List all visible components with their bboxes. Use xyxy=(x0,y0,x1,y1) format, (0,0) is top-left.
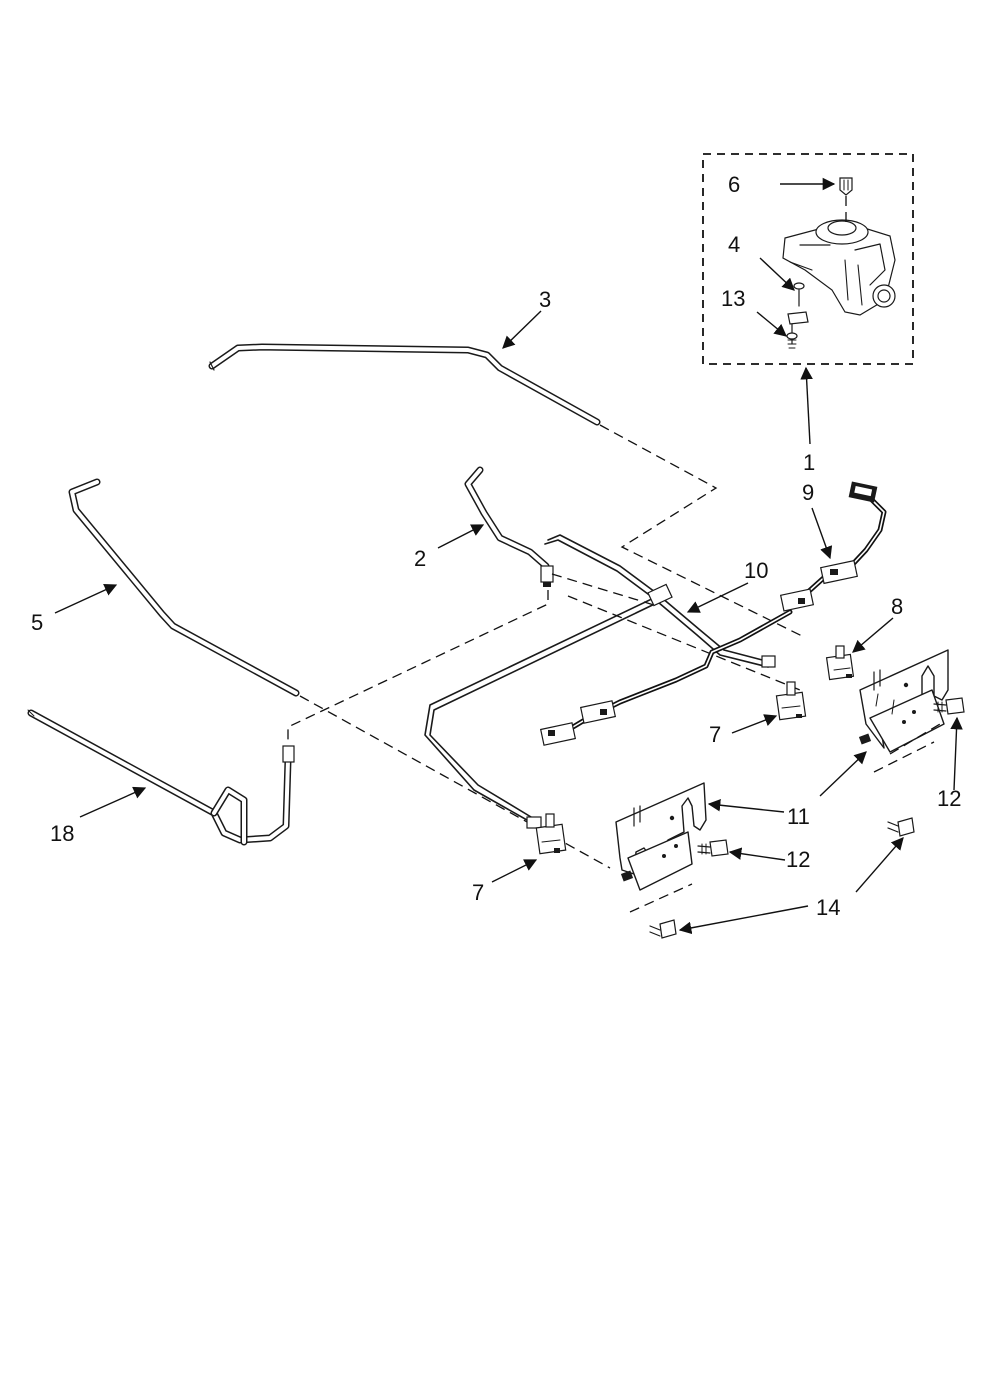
callout-13: 13 xyxy=(721,286,745,311)
callout-7-front: 7 xyxy=(472,880,484,905)
screw-part-12-rear xyxy=(933,697,965,715)
callout-14: 14 xyxy=(816,895,840,920)
leader-10 xyxy=(686,582,749,613)
callout-5: 5 xyxy=(31,610,43,635)
gas-tube-part-2 xyxy=(464,466,554,587)
callout-6: 6 xyxy=(728,172,740,197)
leader-14-rear xyxy=(855,837,904,893)
leader-14-front xyxy=(678,905,809,935)
leader-1 xyxy=(800,366,813,445)
callout-11: 11 xyxy=(787,804,810,829)
leader-7-front xyxy=(491,859,538,883)
callout-3: 3 xyxy=(539,287,551,312)
bracket-part-11-rear xyxy=(858,649,949,755)
callout-10: 10 xyxy=(744,558,768,583)
leader-11-top xyxy=(707,798,785,813)
leader-18 xyxy=(79,786,147,818)
callout-4: 4 xyxy=(728,232,740,257)
screw-part-14-rear xyxy=(873,741,935,837)
wire-harness-part-9 xyxy=(539,481,887,746)
callout-1: 1 xyxy=(803,450,815,475)
valve-inset-box xyxy=(702,153,914,365)
callout-18: 18 xyxy=(50,821,74,846)
dash-tube2 xyxy=(287,590,549,745)
callout-8: 8 xyxy=(891,594,903,619)
leader-8 xyxy=(852,617,894,653)
screw-part-14-front xyxy=(629,883,693,939)
leader-2 xyxy=(437,524,485,549)
leader-13 xyxy=(756,311,787,337)
gas-tube-part-18 xyxy=(27,709,295,846)
leader-5 xyxy=(54,584,118,614)
gas-tube-part-10 xyxy=(424,534,801,829)
valve-washer-part-4 xyxy=(793,282,805,307)
leader-11-bottom xyxy=(819,751,867,797)
gas-tube-part-3 xyxy=(208,343,601,426)
dash-tube3 xyxy=(599,424,803,637)
callout-12-rear: 12 xyxy=(937,786,961,811)
valve-body xyxy=(782,219,896,316)
leader-3 xyxy=(502,310,542,349)
bracket-part-11-front xyxy=(615,782,707,891)
leader-4 xyxy=(759,257,795,291)
callout-7-rear: 7 xyxy=(709,722,721,747)
screw-part-12-front xyxy=(697,839,729,857)
leader-12-rear xyxy=(950,716,963,791)
leader-9 xyxy=(811,507,833,560)
dash-tube2b xyxy=(551,573,655,606)
valve-inset-group: 6 4 13 xyxy=(702,153,914,365)
callout-2: 2 xyxy=(414,546,426,571)
callout-12-front: 12 xyxy=(786,847,810,872)
leader-7-rear xyxy=(731,714,778,734)
orifice-part-7-front xyxy=(535,813,567,855)
orifice-part-7-rear xyxy=(775,681,807,721)
gas-tube-part-5 xyxy=(68,478,300,697)
orifice-part-8 xyxy=(825,645,855,681)
valve-screw-part-13 xyxy=(786,311,809,349)
leader-12-front xyxy=(728,847,786,861)
callout-9: 9 xyxy=(802,480,814,505)
valve-clip-part-6 xyxy=(839,177,853,222)
